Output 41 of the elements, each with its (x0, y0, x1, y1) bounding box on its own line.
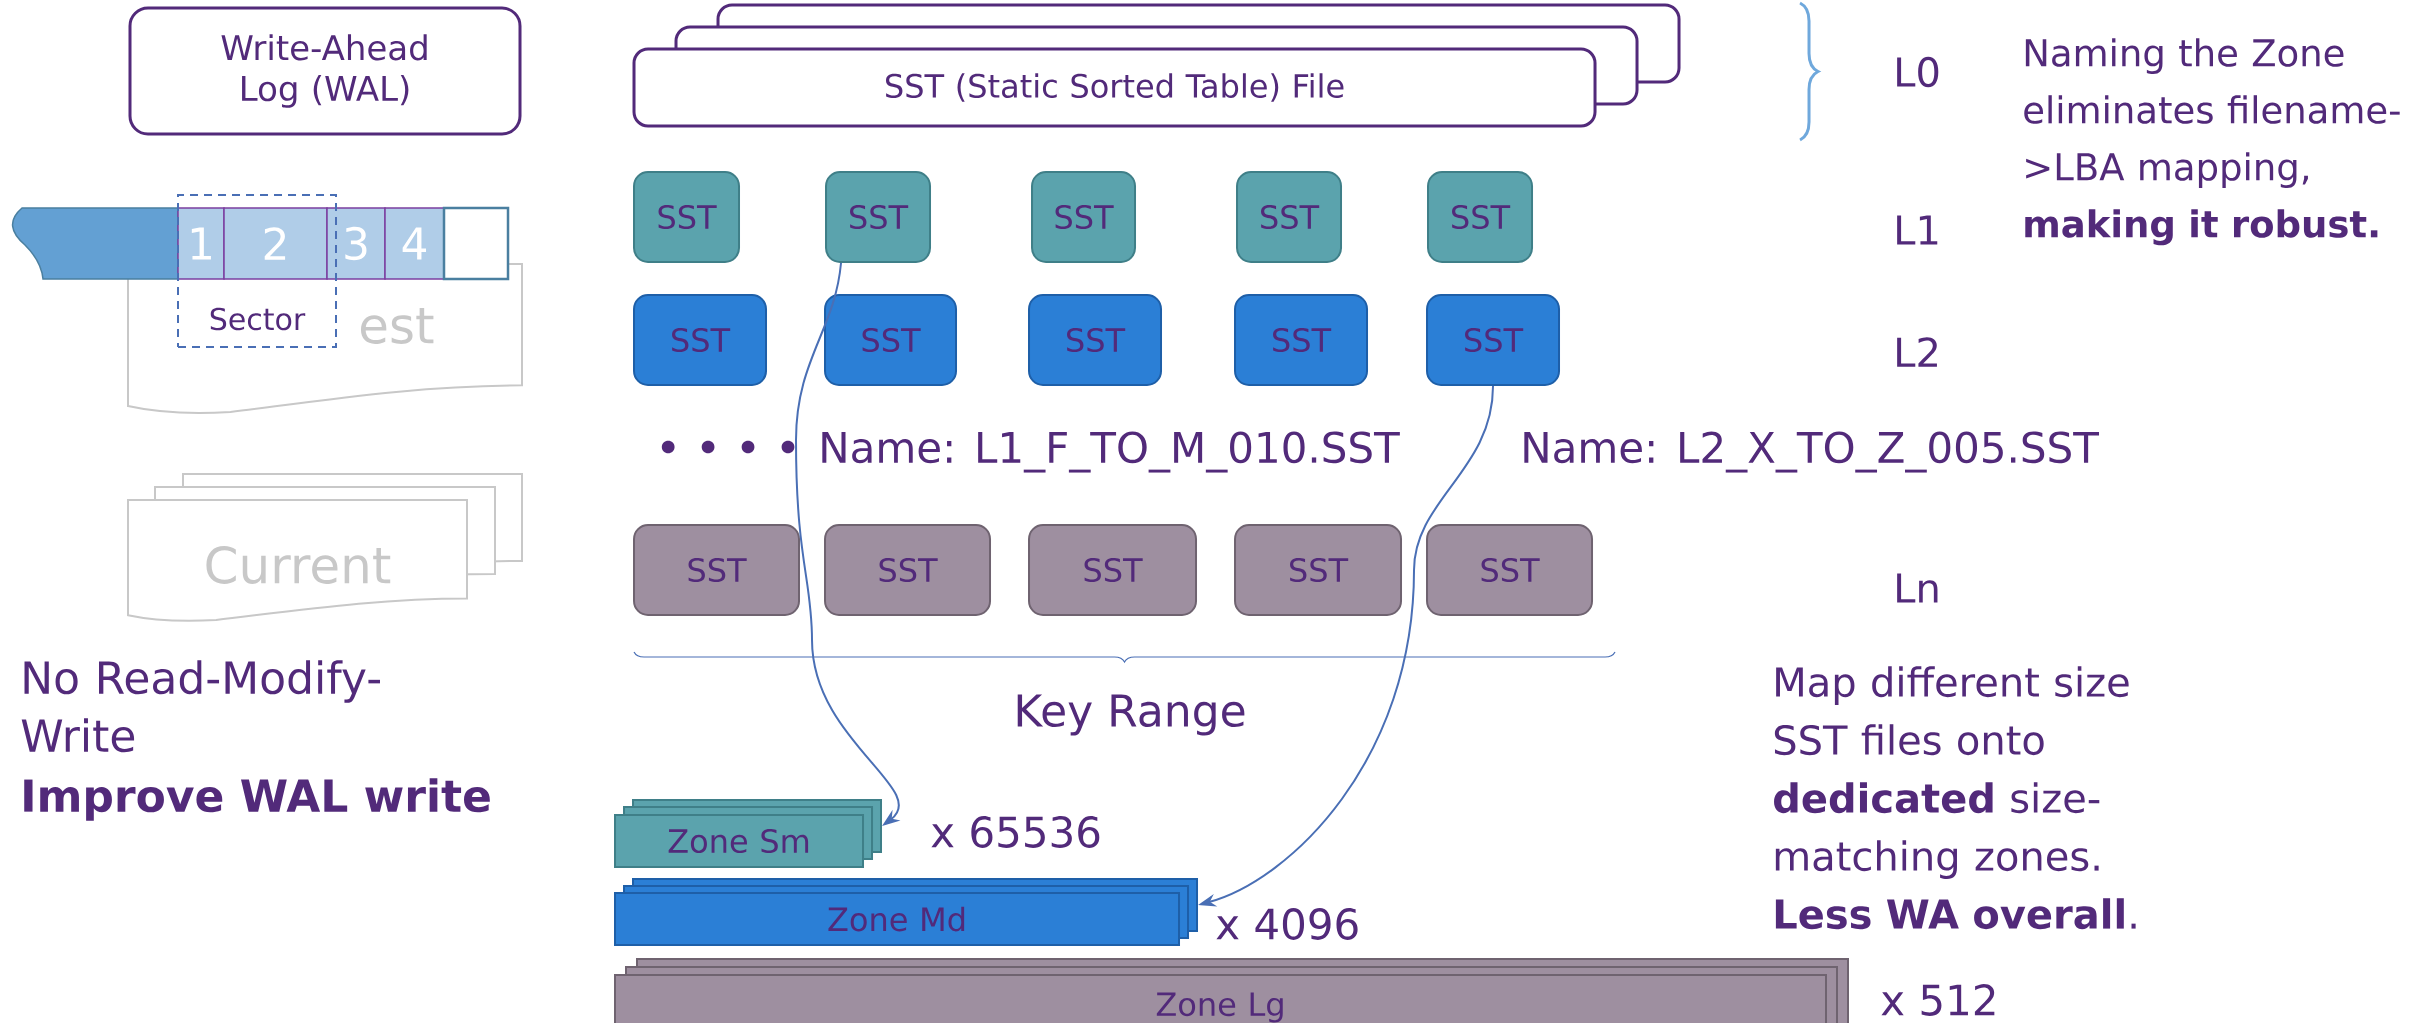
level-label: L1 (1897, 215, 1938, 245)
sst-box: SST (1028, 524, 1197, 616)
count-label: x 4096 (1216, 908, 1358, 940)
sst-box: SST (1427, 171, 1533, 263)
zone-stack: Zone Md (614, 878, 1198, 946)
zone-stack: Zone Lg (614, 958, 1849, 1023)
sst-box: SST (1031, 171, 1136, 263)
axis-label: Key Range (1017, 694, 1245, 736)
level-label: Ln (1897, 573, 1938, 603)
sst-box: SST (1236, 171, 1342, 263)
file-stack: SST (Static Sorted Table) File (632, 3, 1681, 128)
ellipsis: • • • • (661, 440, 795, 454)
level-label: L0 (1897, 56, 1939, 88)
sst-box: SST (633, 524, 800, 616)
sst-box: SST (1426, 524, 1593, 616)
tape-cell: 4 (384, 207, 445, 280)
sst-box: SST (824, 294, 957, 386)
sst-box: SST (824, 524, 991, 616)
note-text: No Read-Modify-Write (21, 660, 380, 753)
sst-box: SST (633, 294, 767, 386)
sst-box: SST (1028, 294, 1162, 386)
sst-box: SST (633, 171, 740, 263)
tape-cell (442, 206, 510, 281)
log-box: Write-Ahead Log (WAL) (128, 6, 522, 136)
sst-box: SST (825, 171, 931, 263)
zone-stack: Zone Sm (614, 799, 882, 868)
note-text: Map different size SST files onto dedicated size-matching zones. Less WA overall. (1774, 666, 2136, 930)
count-label: x 512 (1881, 984, 1995, 1016)
file-name: Name: L1_F_TO_M_010.SST (822, 431, 1400, 473)
tape-cell: 3 (326, 207, 386, 280)
tape-cell: 1 (177, 207, 225, 280)
file-name: Name: L2_X_TO_Z_005.SST (1524, 431, 2099, 473)
count-label: x 65536 (931, 816, 1100, 848)
level-label: L2 (1897, 337, 1937, 367)
sst-box: SST (1234, 524, 1402, 616)
arrow (795, 262, 901, 826)
note-text: Naming the Zone eliminates filename->LBA mapping, making it robust. (2024, 38, 2400, 246)
tape-body (11, 207, 179, 280)
sst-box: SST (1234, 294, 1368, 386)
sst-box: SST (1426, 294, 1560, 386)
note-text: Improve WAL write (24, 778, 490, 821)
